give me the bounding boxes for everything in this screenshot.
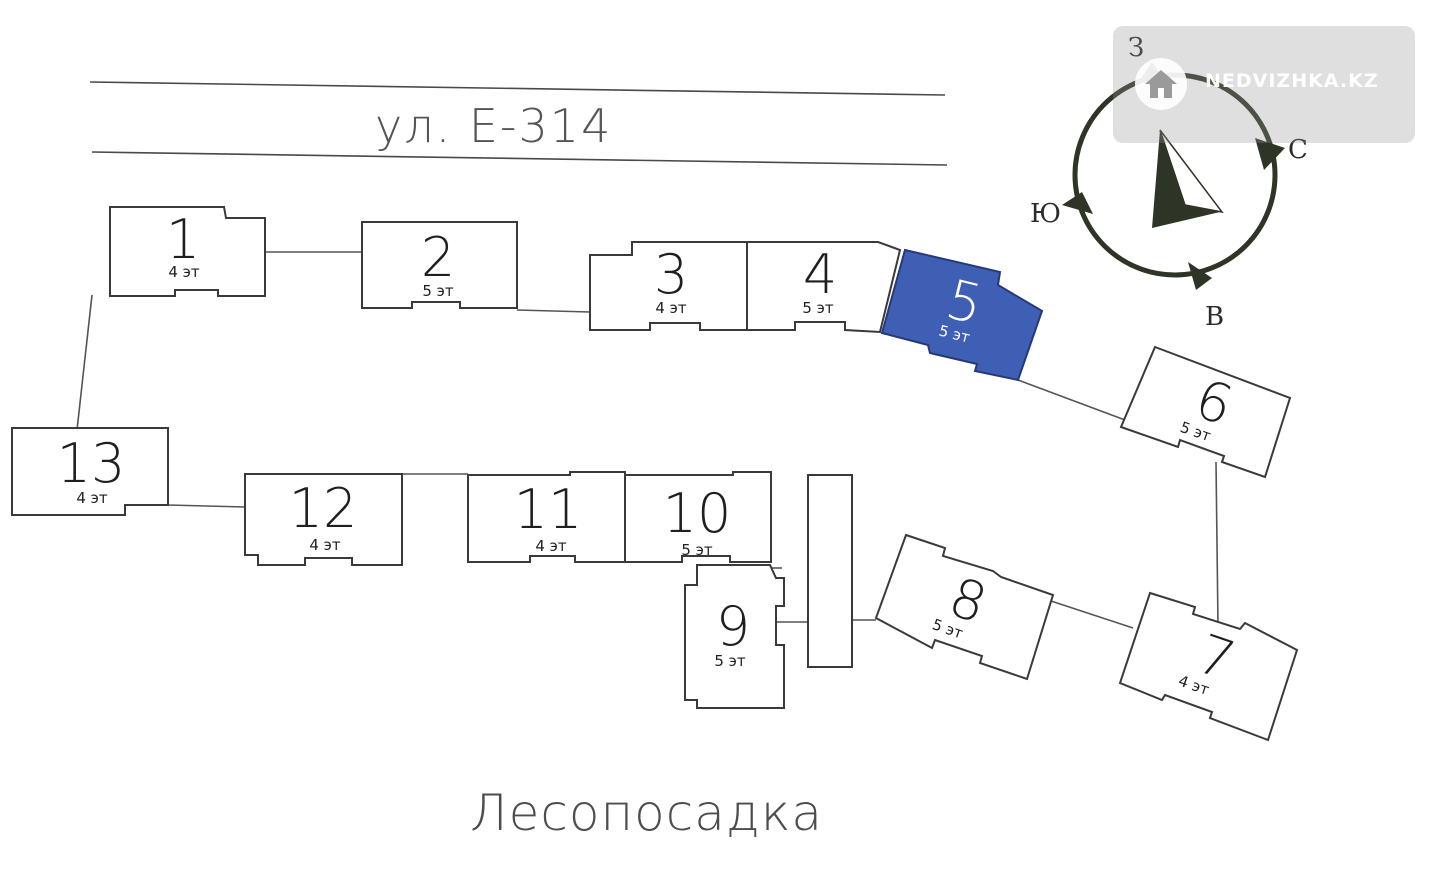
building-9-floors: 5 эт bbox=[714, 652, 746, 670]
building-5-outline bbox=[880, 248, 1044, 382]
path-13-12 bbox=[167, 504, 246, 508]
street-edge-bottom bbox=[91, 151, 948, 166]
compass-south-label: Ю bbox=[1030, 199, 1061, 229]
building-11-floors: 4 эт bbox=[535, 537, 567, 555]
path-6-7 bbox=[1215, 461, 1219, 626]
forest-label: Лесопосадка bbox=[470, 784, 823, 842]
compass-north-label: С bbox=[1288, 135, 1308, 165]
compass-west-label: З bbox=[1128, 33, 1144, 63]
building-10-outline bbox=[624, 471, 772, 563]
house-logo-icon bbox=[1135, 58, 1187, 110]
building-1-floors: 4 эт bbox=[168, 263, 200, 281]
building-8[interactable]: 8 5 эт bbox=[874, 533, 1055, 681]
building-5[interactable]: 5 5 эт bbox=[880, 248, 1044, 382]
building-9-outline bbox=[684, 564, 785, 709]
unnumbered-building[interactable] bbox=[807, 474, 853, 668]
building-4-floors: 5 эт bbox=[802, 299, 834, 317]
building-12[interactable]: 12 4 эт bbox=[244, 473, 403, 566]
building-4[interactable]: 4 5 эт bbox=[746, 241, 902, 334]
building-3-outline bbox=[589, 241, 748, 331]
street-label: ул. Е-314 bbox=[375, 99, 612, 153]
building-8-outline bbox=[874, 533, 1055, 681]
watermark-text: NEDVIZHKA.KZ bbox=[1205, 70, 1379, 92]
path-5-6 bbox=[1017, 379, 1126, 421]
building-4-outline bbox=[746, 241, 902, 334]
building-4-number: 4 bbox=[803, 243, 837, 306]
connecting-paths bbox=[76, 251, 1219, 629]
compass-marker-east-icon bbox=[1188, 262, 1212, 290]
building-9-number: 9 bbox=[716, 595, 750, 658]
building-3[interactable]: 3 4 эт bbox=[589, 241, 748, 331]
building-7-outline bbox=[1118, 591, 1299, 742]
building-13-outline bbox=[11, 427, 169, 516]
street: ул. Е-314 bbox=[89, 81, 948, 166]
building-12-number: 12 bbox=[289, 477, 358, 540]
path-1-13 bbox=[76, 294, 93, 431]
building-2[interactable]: 2 5 эт bbox=[361, 221, 518, 309]
compass-marker-north-icon bbox=[1255, 138, 1285, 170]
compass-east-label: В bbox=[1205, 302, 1224, 332]
building-9[interactable]: 9 5 эт bbox=[684, 564, 785, 709]
path-8-7 bbox=[1047, 599, 1134, 629]
compass-marker-south-icon bbox=[1062, 192, 1093, 214]
building-1-number: 1 bbox=[166, 208, 200, 271]
building-10[interactable]: 10 5 эт bbox=[624, 471, 772, 563]
building-1-outline bbox=[109, 206, 266, 297]
building-10-floors: 5 эт bbox=[681, 541, 713, 559]
building-13[interactable]: 13 4 эт bbox=[11, 427, 169, 516]
building-7[interactable]: 7 4 эт bbox=[1118, 591, 1299, 742]
building-13-floors: 4 эт bbox=[76, 489, 108, 507]
building-6-outline bbox=[1119, 345, 1292, 479]
watermark: NEDVIZHKA.KZ bbox=[1113, 26, 1415, 143]
building-11[interactable]: 11 4 эт bbox=[467, 471, 626, 563]
building-12-outline bbox=[244, 473, 403, 566]
building-2-outline bbox=[361, 221, 518, 309]
building-1[interactable]: 1 4 эт bbox=[109, 206, 266, 297]
building-10-number: 10 bbox=[663, 482, 732, 545]
building-6[interactable]: 6 5 эт bbox=[1119, 345, 1292, 479]
building-13-number: 13 bbox=[57, 432, 126, 495]
street-edge-top bbox=[89, 81, 946, 96]
compass-needle-light-icon bbox=[1159, 129, 1224, 214]
building-11-outline bbox=[467, 471, 626, 563]
building-12-floors: 4 эт bbox=[309, 536, 341, 554]
building-11-number: 11 bbox=[514, 478, 583, 541]
building-2-number: 2 bbox=[421, 226, 455, 289]
path-2-3 bbox=[516, 309, 591, 313]
building-2-floors: 5 эт bbox=[422, 282, 454, 300]
building-3-number: 3 bbox=[654, 243, 688, 306]
building-3-floors: 4 эт bbox=[655, 299, 687, 317]
